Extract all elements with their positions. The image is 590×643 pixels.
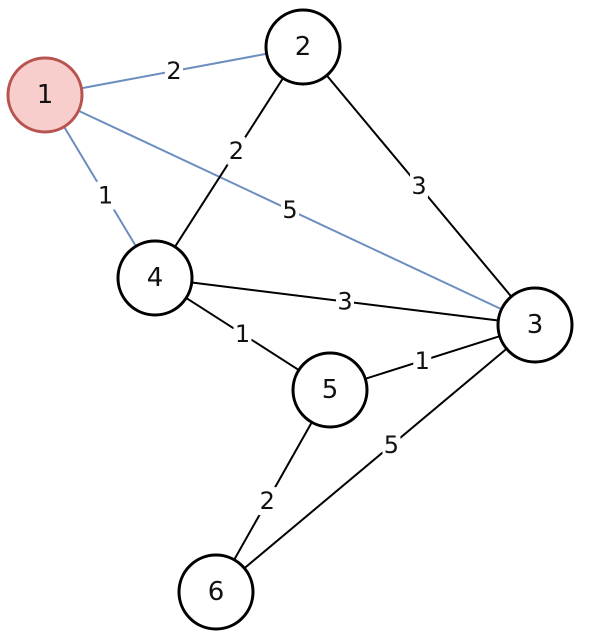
node-circle — [264, 8, 342, 86]
node-circle — [177, 553, 255, 631]
edge-3-6 — [243, 347, 508, 570]
nodes-layer: 1 2 3 4 5 6 — [6, 8, 574, 631]
node-label: 4 — [147, 263, 164, 293]
edge-weight-2-4: 2 — [229, 137, 244, 165]
edge-weight-1-4: 1 — [98, 182, 113, 210]
edge-weight-1-3: 5 — [282, 196, 297, 224]
node-3: 3 — [496, 286, 574, 364]
edge-label-background — [96, 181, 115, 210]
node-1: 1 — [6, 56, 84, 134]
edge-label-background — [410, 172, 428, 200]
edges-layer — [63, 52, 513, 570]
node-label: 6 — [208, 577, 225, 607]
node-circle — [291, 351, 369, 429]
node-6: 6 — [177, 553, 255, 631]
edge-weight-4-3: 3 — [337, 288, 352, 316]
node-4: 4 — [116, 239, 194, 317]
node-circle — [6, 56, 84, 134]
node-label: 2 — [295, 32, 312, 62]
node-circle — [116, 239, 194, 317]
edge-label-background — [382, 431, 401, 460]
edge-weight-5-6: 2 — [260, 487, 275, 515]
edge-label-background — [233, 320, 252, 348]
edge-weight-4-5: 1 — [235, 320, 250, 348]
node-5: 5 — [291, 351, 369, 429]
node-label: 3 — [527, 310, 544, 340]
node-label: 5 — [322, 375, 339, 405]
node-2: 2 — [264, 8, 342, 86]
edge-label-background — [165, 57, 183, 85]
edge-weight-1-2: 2 — [166, 57, 181, 85]
edge-weights-layer: 2 1 5 2 3 3 1 1 2 5 — [96, 57, 432, 516]
edge-weight-2-3: 3 — [411, 172, 426, 200]
edge-weight-5-3: 1 — [415, 347, 430, 375]
edge-weight-3-6: 5 — [384, 431, 399, 459]
node-circle — [496, 286, 574, 364]
edge-5-3 — [364, 335, 501, 380]
edge-label-background — [281, 196, 299, 224]
node-label: 1 — [37, 80, 54, 110]
edge-label-background — [227, 136, 246, 165]
edge-label-background — [258, 487, 277, 516]
edge-label-background — [413, 346, 432, 375]
edge-label-background — [336, 287, 354, 316]
